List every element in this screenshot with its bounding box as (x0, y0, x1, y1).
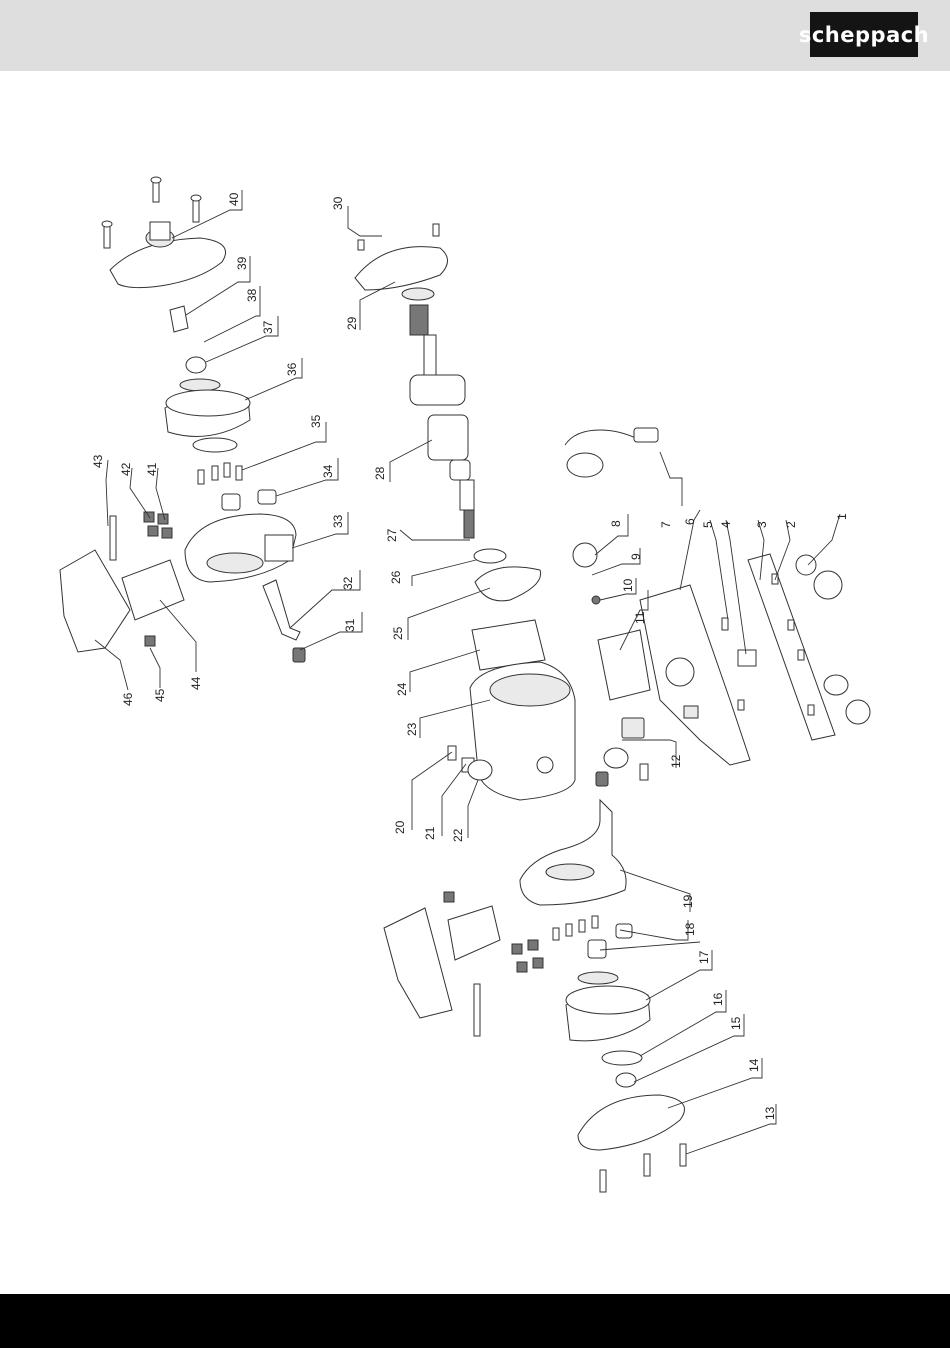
part-label-11: 11 (633, 611, 647, 624)
part-label-1: 1 (835, 513, 849, 520)
part-label-5: 5 (701, 521, 715, 528)
motor-assembly (355, 224, 575, 800)
part-label-20: 20 (393, 820, 407, 834)
part-label-17: 17 (697, 950, 711, 964)
part-label-38: 38 (245, 288, 259, 302)
part-label-19: 19 (681, 894, 695, 908)
part-label-8: 8 (609, 520, 623, 527)
part-label-40: 40 (227, 192, 241, 206)
part-label-33: 33 (331, 514, 345, 528)
part-label-30: 30 (331, 196, 345, 210)
part-label-46: 46 (121, 692, 135, 706)
part-label-14: 14 (747, 1058, 761, 1072)
part-label-13: 13 (763, 1106, 777, 1120)
part-label-23: 23 (405, 722, 419, 736)
part-label-24: 24 (395, 682, 409, 696)
part-label-18: 18 (683, 922, 697, 936)
part-label-35: 35 (309, 414, 323, 428)
part-label-31: 31 (343, 618, 357, 632)
part-labels: 1 2 3 4 5 6 7 8 9 10 11 12 13 14 15 16 1… (91, 192, 849, 1120)
part-label-4: 4 (719, 521, 733, 528)
part-label-36: 36 (285, 362, 299, 376)
part-label-22: 22 (451, 828, 465, 842)
part-label-16: 16 (711, 992, 725, 1006)
part-label-37: 37 (261, 320, 275, 334)
leader-lines (95, 190, 840, 1154)
part-label-43: 43 (91, 454, 105, 468)
part-label-32: 32 (341, 576, 355, 590)
part-label-27: 27 (385, 528, 399, 542)
part-label-10: 10 (621, 578, 635, 592)
front-guard-assembly (384, 800, 686, 1192)
footer-bar (0, 1294, 950, 1348)
part-label-9: 9 (629, 553, 643, 560)
part-label-44: 44 (189, 676, 203, 690)
part-label-25: 25 (391, 626, 405, 640)
part-label-28: 28 (373, 466, 387, 480)
part-label-3: 3 (755, 521, 769, 528)
part-label-34: 34 (321, 464, 335, 478)
part-label-29: 29 (345, 316, 359, 330)
part-label-6: 6 (683, 518, 697, 525)
part-label-2: 2 (784, 521, 798, 528)
base-assembly (565, 428, 870, 786)
part-label-39: 39 (235, 256, 249, 270)
left-guard-assembly (60, 177, 305, 662)
part-label-45: 45 (153, 688, 167, 702)
part-label-41: 41 (145, 462, 159, 476)
part-label-15: 15 (729, 1016, 743, 1030)
part-label-21: 21 (423, 826, 437, 840)
part-label-12: 12 (669, 754, 683, 768)
part-label-26: 26 (389, 570, 403, 584)
part-label-7: 7 (659, 521, 673, 528)
part-label-42: 42 (119, 462, 133, 476)
